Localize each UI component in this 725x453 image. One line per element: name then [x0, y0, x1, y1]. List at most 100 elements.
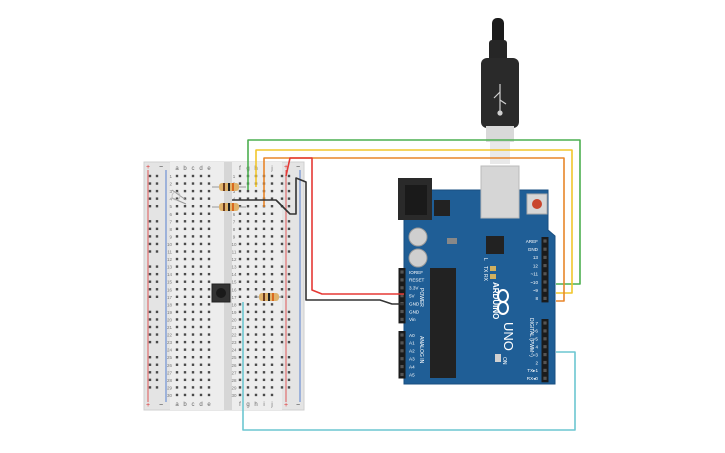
header-pin[interactable] — [400, 317, 404, 321]
row-number: 7 — [169, 219, 172, 224]
breadboard-hole — [238, 325, 242, 329]
header-pin[interactable] — [400, 365, 404, 369]
resistor-1[interactable] — [212, 183, 246, 191]
breadboard-hole — [270, 250, 274, 253]
rail-hole — [287, 250, 291, 253]
breadboard-hole — [246, 220, 250, 223]
row-number: 18 — [167, 302, 173, 307]
rail-hole — [148, 205, 152, 208]
column-label: e — [207, 402, 211, 408]
breadboard-hole — [254, 250, 258, 253]
breadboard-hole — [246, 310, 250, 314]
rail-hole — [155, 371, 159, 374]
breadboard-hole — [254, 386, 258, 389]
breadboard-hole — [199, 386, 203, 389]
breadboard-hole — [207, 250, 211, 253]
digital-header-label: DIGITAL (PWM~) — [528, 318, 534, 357]
breadboard-hole — [199, 295, 203, 298]
breadboard-hole — [262, 235, 266, 238]
wire-cyan[interactable] — [242, 302, 576, 431]
header-pin[interactable] — [543, 368, 547, 372]
rail-hole — [155, 356, 159, 359]
header-pin[interactable] — [400, 372, 404, 377]
tx-led-label: TX — [482, 266, 488, 273]
breadboard-hole — [270, 393, 274, 397]
pushbutton[interactable] — [211, 283, 231, 303]
row-number: 28 — [167, 378, 173, 383]
digital-pin-label: 7 — [535, 321, 538, 326]
breadboard-hole — [175, 197, 179, 200]
breadboard-hole — [238, 295, 242, 298]
rail-hole — [280, 333, 284, 336]
header-pin[interactable] — [400, 270, 404, 274]
rail-hole — [280, 310, 284, 314]
breadboard-hole — [254, 272, 258, 276]
breadboard-hole — [191, 288, 195, 291]
digital-pin-label: GND — [528, 247, 539, 252]
rail-hole — [148, 363, 152, 366]
breadboard-hole — [254, 220, 258, 223]
header-pin[interactable] — [400, 278, 404, 282]
header-pin[interactable] — [543, 345, 547, 349]
header-pin[interactable] — [400, 309, 404, 314]
row-number: 6 — [169, 212, 172, 217]
arduino-logo-icon — [497, 289, 509, 315]
breadboard-hole — [270, 318, 274, 321]
breadboard-hole — [199, 348, 203, 351]
header-pin[interactable] — [543, 321, 547, 325]
rail-hole — [148, 242, 152, 246]
wire-black[interactable] — [232, 177, 404, 305]
resistor-2[interactable] — [212, 203, 246, 211]
wire-yellow[interactable] — [255, 149, 573, 294]
header-pin[interactable] — [543, 280, 547, 284]
resistor-3[interactable] — [254, 293, 282, 301]
breadboard-hole — [191, 348, 195, 351]
header-pin[interactable] — [400, 333, 404, 337]
breadboard-hole — [207, 318, 211, 321]
breadboard-hole — [262, 371, 266, 374]
wire-red[interactable] — [285, 157, 404, 295]
rail-hole — [155, 325, 159, 329]
header-pin[interactable] — [400, 286, 404, 290]
header-pin[interactable] — [400, 341, 404, 345]
breadboard-hole — [183, 212, 187, 215]
wire-orange[interactable] — [263, 157, 565, 302]
led-component[interactable] — [171, 189, 187, 205]
breadboard-hole — [270, 174, 274, 178]
header-pin[interactable] — [543, 376, 547, 380]
breadboard-hole — [262, 272, 266, 276]
breadboard-hole — [254, 303, 258, 306]
header-pin[interactable] — [400, 349, 404, 353]
column-label: j — [270, 402, 272, 408]
header-pin[interactable] — [543, 272, 547, 276]
breadboard-hole — [254, 197, 258, 200]
header-pin[interactable] — [543, 329, 547, 333]
breadboard-hole — [270, 378, 274, 382]
header-pin[interactable] — [400, 357, 404, 361]
header-pin[interactable] — [543, 255, 547, 259]
breadboard-hole — [207, 197, 211, 200]
header-pin[interactable] — [543, 353, 547, 357]
header-pin[interactable] — [543, 264, 547, 268]
breadboard-hole — [199, 227, 203, 231]
wires — [232, 139, 581, 431]
row-number: 23 — [231, 340, 237, 345]
rail-hole — [287, 189, 291, 193]
header-pin[interactable] — [543, 360, 547, 365]
rail-hole — [155, 272, 159, 276]
breadboard-hole — [199, 182, 203, 185]
header-pin[interactable] — [543, 239, 547, 243]
breadboard-hole — [262, 348, 266, 351]
header-pin[interactable] — [543, 337, 547, 341]
rail-hole — [287, 333, 291, 336]
header-pin[interactable] — [543, 247, 547, 251]
header-pin[interactable] — [543, 296, 547, 300]
row-number: 24 — [167, 348, 173, 353]
header-pin[interactable] — [543, 288, 547, 292]
breadboard-hole — [270, 340, 274, 344]
header-pin[interactable] — [400, 294, 404, 298]
breadboard-hole — [207, 265, 211, 268]
rail-hole — [280, 242, 284, 246]
breadboard-hole — [254, 227, 258, 231]
rail-hole — [155, 242, 159, 246]
